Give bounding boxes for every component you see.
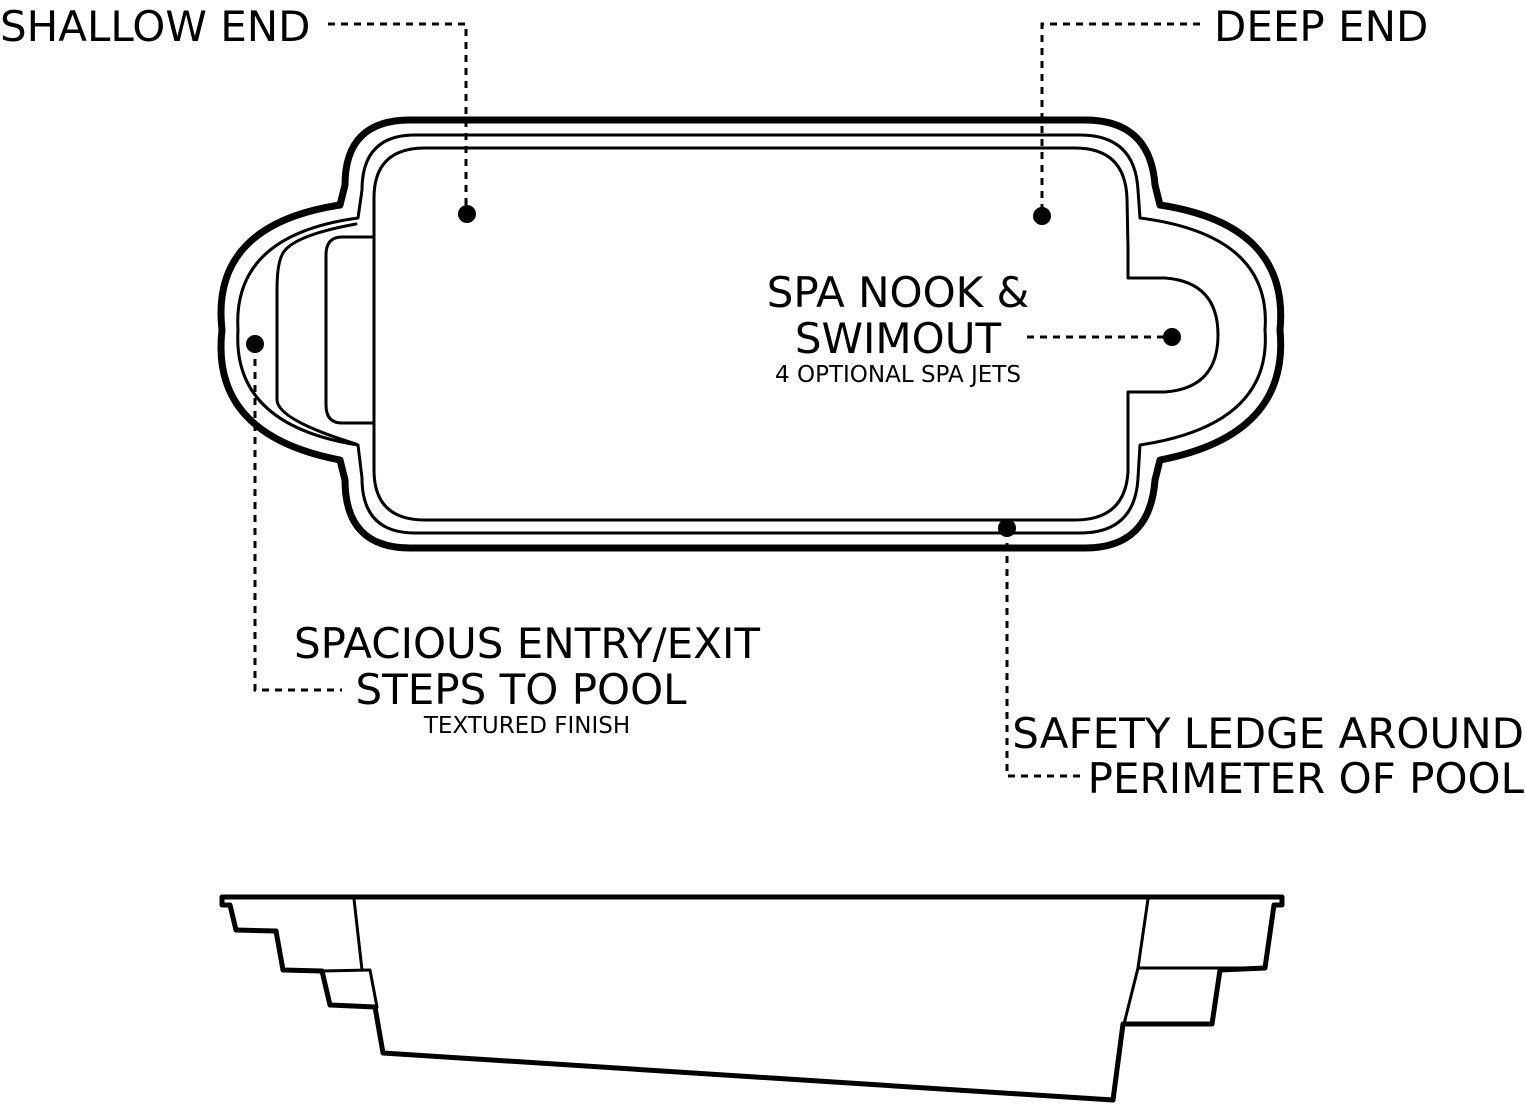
steps-dot [246,335,264,353]
pool-middle-rim [236,133,1267,535]
spa-nook-sublabel: 4 OPTIONAL SPA JETS [775,362,1021,388]
spa-nook-label-line2: SWIMOUT [795,314,1002,363]
profile-right-wall [1136,897,1150,970]
safety-ledge-label-line2: PERIMETER OF POOL [1088,754,1525,803]
entry-step-outer [275,222,358,446]
pool-top-view [217,116,1285,552]
spa-nook-label-line1: SPA NOOK & [767,268,1030,317]
entry-step-inner [324,235,376,425]
deep-end-dot [1033,207,1051,225]
callout-labels: SHALLOW END DEEP END SPA NOOK & SWIMOUT … [0,2,1525,803]
profile-left-step [320,968,379,1009]
profile-left-wall [352,897,364,972]
steps-label-line1: SPACIOUS ENTRY/EXIT [294,619,760,668]
callout-leaders [246,22,1200,778]
steps-sublabel: TEXTURED FINISH [423,713,630,739]
spa-nook-dot [1163,328,1181,346]
profile-right-step [1122,966,1267,1026]
pool-outer-rim [217,116,1285,552]
steps-leader [253,346,342,692]
shallow-end-label: SHALLOW END [0,2,311,51]
pool-side-profile [219,894,1285,1103]
pool-inner-wall [372,146,1220,522]
deep-end-label: DEEP END [1214,2,1428,51]
safety-ledge-label-line1: SAFETY LEDGE AROUND [1012,709,1524,758]
shallow-end-dot [458,205,476,223]
safety-ledge-leader [1005,530,1080,778]
steps-label-line2: STEPS TO POOL [355,665,687,714]
profile-outline [219,894,1285,1103]
deep-end-leader [1040,22,1200,214]
safety-ledge-dot [998,519,1016,537]
shallow-end-leader [328,22,468,212]
